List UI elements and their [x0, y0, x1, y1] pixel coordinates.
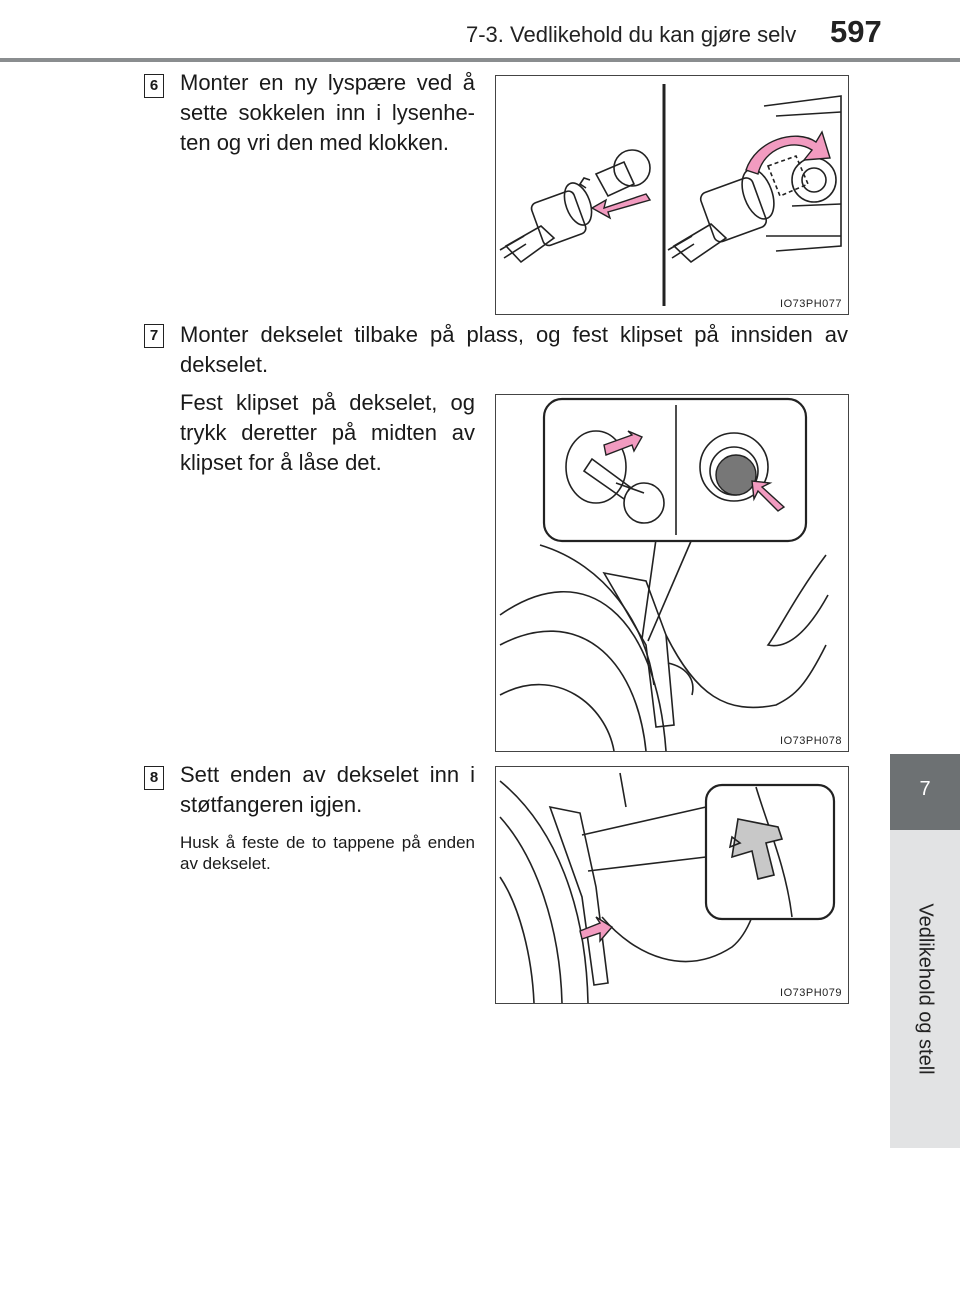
- figure-code: IO73PH077: [780, 298, 842, 310]
- step-number-7: 7: [144, 324, 164, 348]
- figure-code: IO73PH078: [780, 735, 842, 747]
- chapter-number: 7: [919, 778, 931, 800]
- figure-cover-insert: IO73PH079: [495, 766, 849, 1004]
- step-7-text: Monter dekselet tilbake på plass, og fes…: [180, 322, 848, 377]
- cover-insert-illustration: [499, 772, 836, 1003]
- chapter-tab: 7: [890, 754, 960, 830]
- bulb-install-illustration: [499, 84, 842, 306]
- step-number-6: 6: [144, 74, 164, 98]
- figure-code: IO73PH079: [780, 987, 842, 999]
- step-7-subtext: Fest klipset på dekselet, og trykk deret…: [180, 390, 475, 475]
- step-6-text: Monter en ny lyspære ved å sette sokkele…: [180, 70, 475, 155]
- section-title: 7-3. Vedlikehold du kan gjøre selv: [466, 22, 797, 47]
- step-8-text: Sett enden av dekselet inn i støtfangere…: [180, 762, 475, 817]
- clip-lock-illustration: [499, 397, 829, 751]
- step-8-note: Husk å feste de to tappene på enden av d…: [180, 833, 475, 873]
- chapter-title-tab: Vedlikehold og stell: [890, 830, 960, 1148]
- chapter-title: Vedlikehold og stell: [914, 903, 937, 1075]
- step-number-8: 8: [144, 766, 164, 790]
- figure-bulb-install: IO73PH077: [495, 75, 849, 315]
- header-rule: [0, 58, 960, 62]
- page-number: 597: [830, 14, 882, 49]
- figure-clip-lock: IO73PH078: [495, 394, 849, 752]
